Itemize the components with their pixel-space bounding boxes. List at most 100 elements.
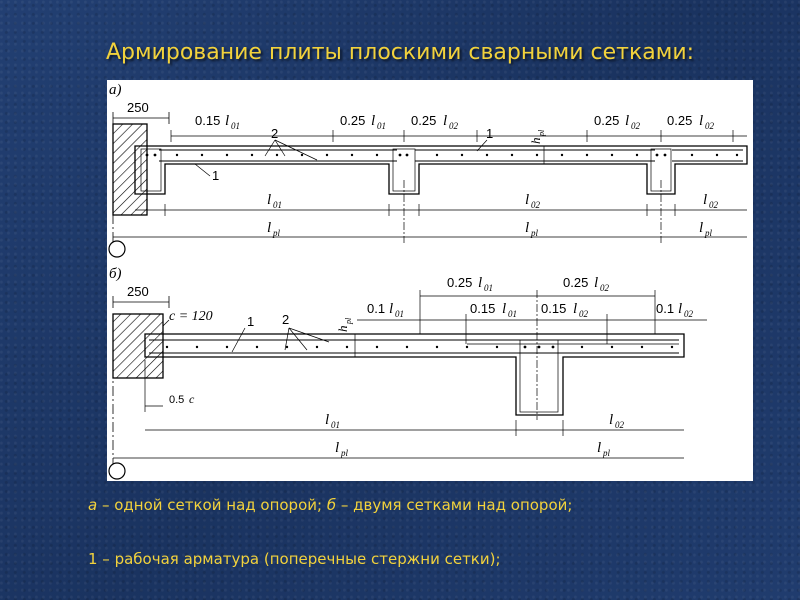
svg-text:01: 01 <box>395 309 404 319</box>
svg-text:02: 02 <box>600 283 610 293</box>
scheme-a-l01: l 01 <box>267 192 282 210</box>
svg-text:0.1: 0.1 <box>656 301 674 316</box>
scheme-b-wall-width: 250 <box>127 284 149 299</box>
svg-text:l: l <box>389 301 393 317</box>
scheme-a-dim-025-l02-mid: 0.25 l 02 <box>594 113 641 131</box>
svg-text:0.1: 0.1 <box>367 301 385 316</box>
svg-text:02: 02 <box>705 121 715 131</box>
svg-text:02: 02 <box>615 420 625 430</box>
scheme-b-l02: l 02 <box>609 412 625 430</box>
svg-text:pl: pl <box>344 317 353 325</box>
svg-text:pl: pl <box>340 448 349 458</box>
svg-text:0.15: 0.15 <box>470 301 495 316</box>
scheme-b-dim-025-l02: 0.25 l 02 <box>563 275 610 293</box>
scheme-b-marker-2: 2 <box>282 312 289 327</box>
scheme-a-hpl: h pl <box>528 129 546 144</box>
scheme-a-marker-1-bottom: 1 <box>212 168 219 183</box>
svg-text:l: l <box>609 412 613 428</box>
svg-text:02: 02 <box>579 309 589 319</box>
caption-line-2: 1 – рабочая арматура (поперечные стержни… <box>88 550 501 568</box>
scheme-b-dim-015-l01: 0.15 l 01 <box>470 301 517 319</box>
scheme-a: а) 250 <box>108 82 748 258</box>
svg-text:02: 02 <box>531 200 541 210</box>
svg-text:0.25: 0.25 <box>563 275 588 290</box>
svg-text:c: c <box>189 392 195 406</box>
scheme-a-l02-right: l 02 <box>703 192 719 210</box>
svg-text:l: l <box>267 220 271 236</box>
scheme-a-dim-025-l02-left: 0.25 l 02 <box>411 113 459 131</box>
scheme-b-label: б) <box>109 266 122 282</box>
scheme-a-dim-025-l02-right: 0.25 l 02 <box>667 113 715 131</box>
scheme-b-wall <box>112 313 164 379</box>
caption-b-letter: б <box>326 496 337 514</box>
scheme-b-dim-025-l01: 0.25 l 01 <box>447 275 493 293</box>
svg-text:l: l <box>594 275 598 291</box>
scheme-a-wall-width: 250 <box>127 100 149 115</box>
scheme-b-half-c: 0.5 c <box>169 392 195 406</box>
svg-text:l: l <box>371 113 375 129</box>
svg-text:02: 02 <box>709 200 719 210</box>
scheme-b-axis-marker <box>108 462 126 480</box>
svg-text:l: l <box>325 412 329 428</box>
scheme-b: б) 250 c = 120 1 2 <box>108 266 707 480</box>
svg-text:01: 01 <box>377 121 386 131</box>
svg-text:0.15: 0.15 <box>541 301 566 316</box>
svg-text:l: l <box>703 192 707 208</box>
svg-text:h: h <box>528 138 543 145</box>
svg-text:l: l <box>573 301 577 317</box>
svg-text:0.25: 0.25 <box>340 113 365 128</box>
svg-text:0.25: 0.25 <box>594 113 619 128</box>
scheme-b-marker-1: 1 <box>247 314 254 329</box>
scheme-a-l02-mid: l 02 <box>525 192 541 210</box>
scheme-a-axis-marker <box>108 240 126 258</box>
caption-b-text: – двумя сетками над опорой; <box>336 496 573 514</box>
svg-text:0.5: 0.5 <box>169 394 184 406</box>
scheme-b-slab <box>144 333 685 416</box>
svg-text:01: 01 <box>484 283 493 293</box>
scheme-b-dim-015-l02: 0.15 l 02 <box>541 301 589 319</box>
scheme-b-dim-01-l01: 0.1 l 01 <box>367 301 404 319</box>
scheme-b-c-equals: c = 120 <box>169 309 213 324</box>
scheme-a-marker-2: 2 <box>271 126 278 141</box>
scheme-a-dim-015-l01: 0.15 l 01 <box>195 113 240 131</box>
svg-text:h: h <box>335 326 350 333</box>
svg-text:02: 02 <box>684 309 694 319</box>
svg-text:l: l <box>225 113 229 129</box>
svg-text:02: 02 <box>449 121 459 131</box>
svg-text:l: l <box>267 192 271 208</box>
scheme-a-slab <box>134 145 748 195</box>
scheme-b-lpl-left: l pl <box>335 440 349 458</box>
svg-text:pl: pl <box>272 228 281 238</box>
svg-text:pl: pl <box>704 228 713 238</box>
caption-a-letter: а <box>88 496 98 514</box>
svg-text:l: l <box>443 113 447 129</box>
scheme-b-l01: l 01 <box>325 412 340 430</box>
svg-text:02: 02 <box>631 121 641 131</box>
svg-text:l: l <box>597 440 601 456</box>
svg-text:01: 01 <box>273 200 282 210</box>
svg-text:01: 01 <box>508 309 517 319</box>
svg-text:l: l <box>502 301 506 317</box>
svg-text:l: l <box>478 275 482 291</box>
svg-text:0.25: 0.25 <box>667 113 692 128</box>
caption-line-1: а – одной сеткой над опорой; б – двумя с… <box>88 496 572 514</box>
caption-a-text: – одной сеткой над опорой; <box>97 496 327 514</box>
svg-text:01: 01 <box>231 121 240 131</box>
svg-text:l: l <box>525 192 529 208</box>
svg-text:0.25: 0.25 <box>447 275 472 290</box>
scheme-a-marker-1-top: 1 <box>486 126 493 141</box>
svg-text:pl: pl <box>530 228 539 238</box>
scheme-a-dim-025-l01: 0.25 l 01 <box>340 113 386 131</box>
scheme-a-lpl-mid: l pl <box>525 220 539 238</box>
svg-text:01: 01 <box>331 420 340 430</box>
scheme-a-label: а) <box>109 82 122 98</box>
svg-text:l: l <box>678 301 682 317</box>
scheme-a-lpl-left: l pl <box>267 220 281 238</box>
scheme-b-lpl-right: l pl <box>597 440 611 458</box>
svg-text:l: l <box>699 113 703 129</box>
scheme-a-wall <box>112 123 148 216</box>
svg-text:0.15: 0.15 <box>195 113 220 128</box>
svg-text:l: l <box>335 440 339 456</box>
svg-text:pl: pl <box>602 448 611 458</box>
scheme-a-lpl-right: l pl <box>699 220 713 238</box>
